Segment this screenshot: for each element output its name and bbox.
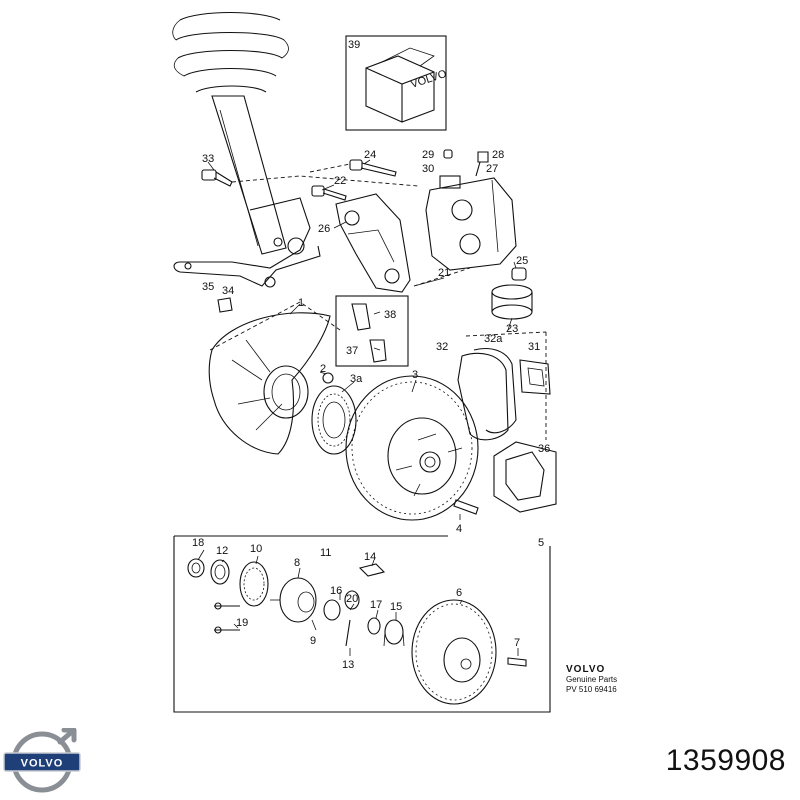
split-pin-13 (345, 619, 351, 647)
piston-23 (491, 284, 533, 320)
callout-3a: 3a (350, 373, 363, 385)
brake-disc-lower (411, 599, 497, 705)
pad-kit-box-frame: VOLVO (345, 35, 449, 131)
clip-34 (217, 297, 233, 313)
callout-39: 39 (348, 39, 360, 51)
caliper-bracket (335, 193, 411, 293)
brake-pad (457, 347, 517, 441)
part-number: 1359908 (665, 744, 786, 777)
callout-25: 25 (516, 255, 528, 267)
box-label: VOLVO (409, 68, 448, 91)
callout-24: 24 (364, 149, 376, 161)
callout-37: 37 (346, 345, 358, 357)
logo-text: VOLVO (21, 758, 64, 770)
clip-kit-frame (335, 295, 409, 367)
leader-lines (197, 159, 519, 656)
callout-31: 31 (528, 341, 540, 353)
callout-26: 26 (318, 223, 330, 235)
seal-18 (187, 558, 205, 578)
callout-23: 23 (506, 323, 518, 335)
callout-4: 4 (456, 523, 462, 535)
brake-caliper (425, 175, 517, 271)
callout-2: 2 (320, 363, 326, 375)
grease-cap-14 (358, 563, 386, 577)
abs-tone-ring (311, 385, 357, 455)
callout-8: 8 (294, 557, 300, 569)
callout-11: 11 (320, 547, 331, 559)
shim-kit-frame-36 (493, 441, 557, 513)
callout-18: 18 (192, 537, 204, 549)
callout-20: 20 (346, 593, 358, 605)
callout-14: 14 (364, 551, 376, 563)
hub-8 (270, 577, 317, 623)
bolt-24 (349, 159, 397, 177)
brake-disc-upper (345, 375, 479, 521)
bolt-19 (214, 602, 240, 634)
callout-6: 6 (456, 587, 462, 599)
anti-rattle-spring-31 (519, 359, 551, 395)
callout-29: 29 (422, 149, 434, 161)
callout-36: 36 (538, 443, 550, 455)
bleed-screw-28 (475, 151, 489, 177)
wheel-stud-4 (453, 499, 479, 515)
genuine-parts-stamp: VOLVO Genuine Parts PV 510 69416 (566, 664, 646, 695)
callout-38: 38 (384, 309, 396, 321)
callout-13: 13 (342, 659, 354, 671)
callout-32: 32 (436, 341, 448, 353)
callout-3: 3 (412, 369, 418, 381)
callout-32a: 32a (484, 333, 503, 345)
stamp-line-2: PV 510 69416 (566, 685, 617, 694)
bolt-22 (311, 185, 347, 201)
callout-33: 33 (202, 153, 214, 165)
callout-7: 7 (514, 637, 520, 649)
bolt-33 (201, 169, 233, 187)
bolt-2 (322, 372, 334, 384)
callout-19: 19 (236, 617, 248, 629)
callout-5: 5 (538, 537, 544, 549)
callout-17: 17 (370, 599, 382, 611)
stamp-line-1: Genuine Parts (566, 675, 618, 684)
alternative-assembly-frame (173, 535, 551, 713)
callout-16: 16 (330, 585, 342, 597)
callout-34: 34 (222, 285, 234, 297)
abs-ring-10 (239, 561, 269, 607)
washer-17 (367, 617, 381, 635)
hub-cap-15 (383, 619, 405, 647)
steering-knuckle (173, 197, 321, 288)
screw-7 (507, 657, 527, 667)
callout-15: 15 (390, 601, 402, 613)
callout-1: 1 (298, 297, 304, 309)
callout-35: 35 (202, 281, 214, 293)
callout-21: 21 (438, 267, 450, 279)
strut-body (211, 95, 287, 255)
coil-spring (172, 12, 289, 93)
bearing-12 (210, 559, 230, 585)
nut-16 (344, 590, 360, 610)
stamp-brand: VOLVO (566, 664, 606, 675)
callout-labels: 1 2 3 3a 4 5 6 7 8 9 10 11 12 13 14 15 1… (192, 39, 550, 671)
callout-30: 30 (422, 163, 434, 175)
bearing-20 (323, 599, 341, 621)
dust-cap-29 (443, 149, 453, 159)
callout-10: 10 (250, 543, 262, 555)
callout-27: 27 (486, 163, 498, 175)
callout-12: 12 (216, 545, 228, 557)
callout-22: 22 (334, 175, 346, 187)
callout-28: 28 (492, 149, 504, 161)
callout-9: 9 (310, 635, 316, 647)
splash-shield (208, 312, 331, 455)
guide-bolt-25 (511, 267, 527, 281)
volvo-iron-mark-icon: VOLVO (3, 728, 81, 793)
